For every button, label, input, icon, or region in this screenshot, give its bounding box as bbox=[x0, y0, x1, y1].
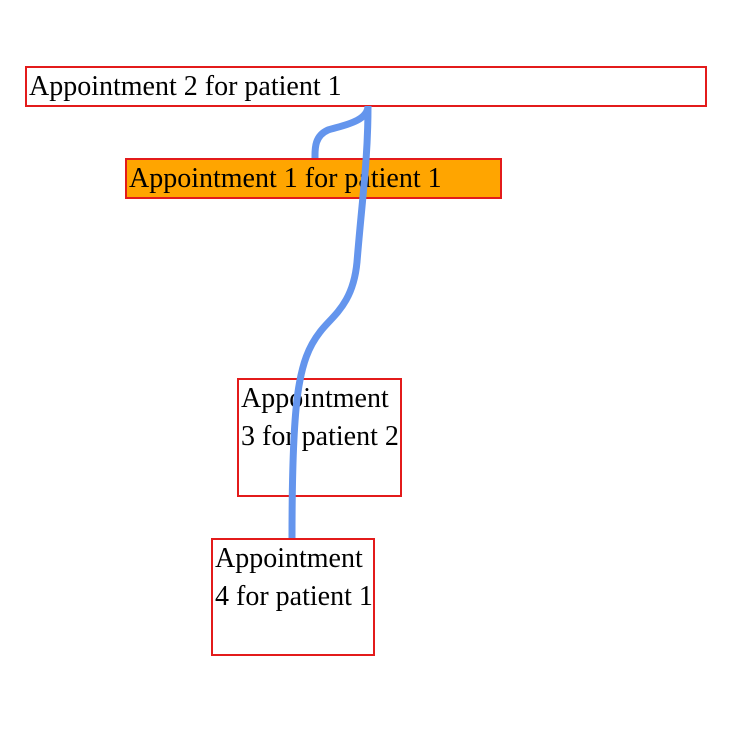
appointment-3-box[interactable]: Appointment 3 for patient 2 bbox=[237, 378, 402, 497]
appointment-4-box[interactable]: Appointment 4 for patient 1 bbox=[211, 538, 375, 656]
appointment-2-label: Appointment 2 for patient 1 bbox=[29, 71, 342, 102]
link-appointment-2-to-appointment-1 bbox=[311, 105, 372, 159]
appointment-1-label: Appointment 1 for patient 1 bbox=[129, 163, 442, 194]
appointment-2-box[interactable]: Appointment 2 for patient 1 bbox=[25, 66, 707, 107]
appointment-4-label: Appointment 4 for patient 1 bbox=[215, 543, 373, 612]
appointment-3-label: Appointment 3 for patient 2 bbox=[241, 383, 399, 452]
appointment-1-box[interactable]: Appointment 1 for patient 1 bbox=[125, 158, 502, 199]
